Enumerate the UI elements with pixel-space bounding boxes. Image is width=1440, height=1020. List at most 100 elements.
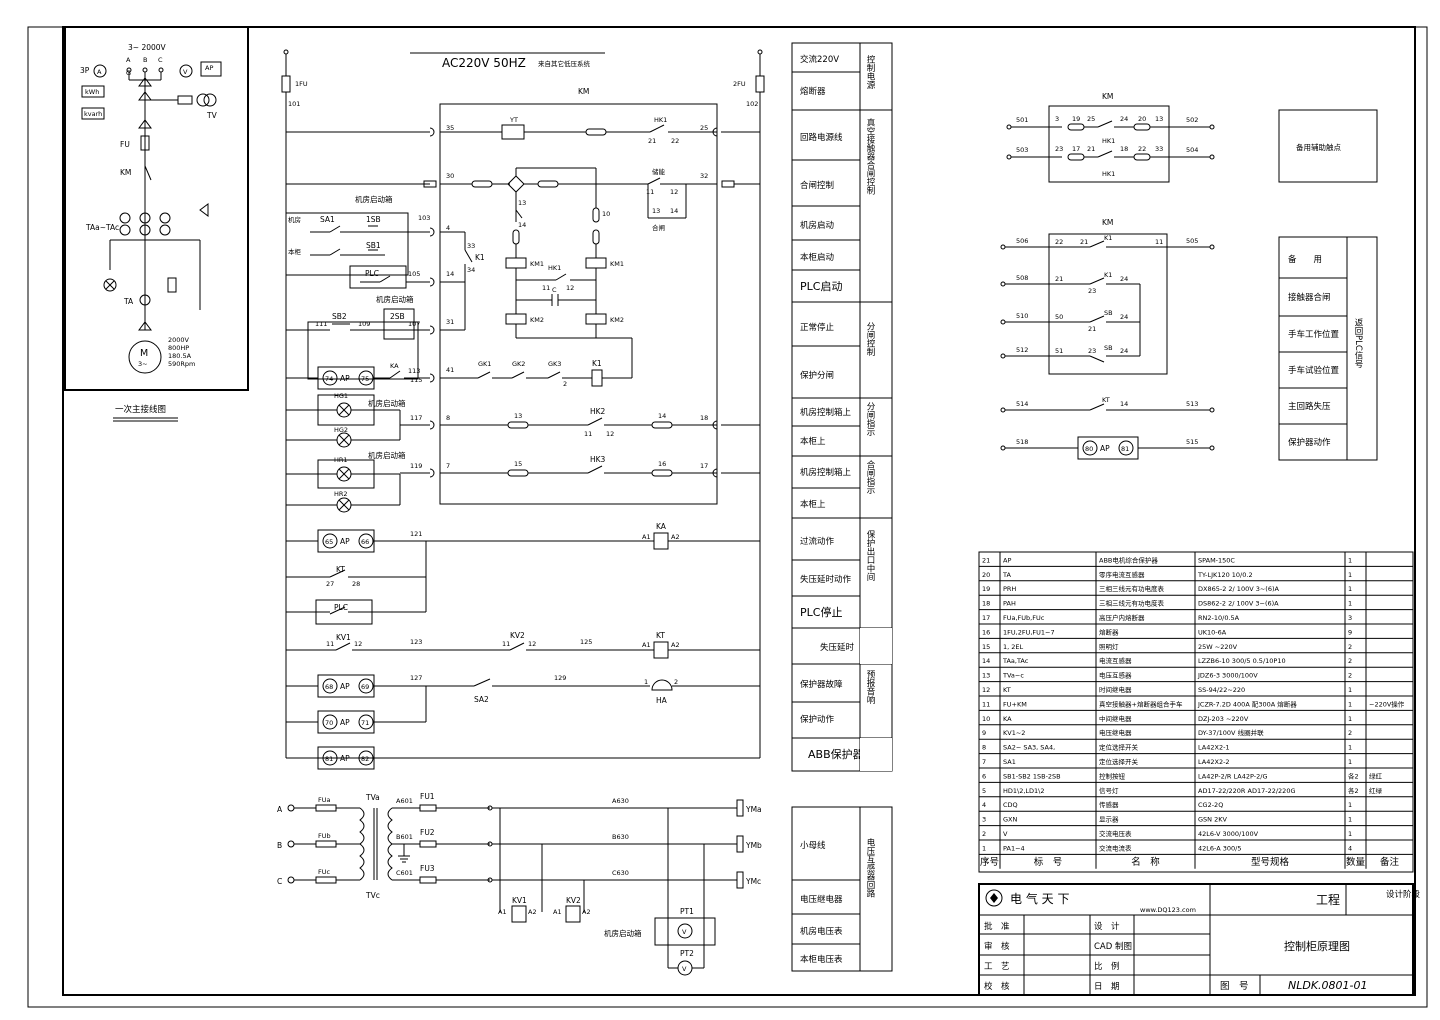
ti9: 18 [1120, 145, 1128, 153]
n129: 129 [554, 674, 566, 682]
n119: 119 [410, 462, 422, 470]
remote-station-label-2: 机房启动箱 [376, 294, 414, 304]
aux-506: 506 [1016, 237, 1028, 245]
n10: 10 [602, 210, 610, 218]
n34: 34 [467, 266, 475, 274]
pt-small-bus: 小母线 [800, 840, 826, 851]
bom-cell-no: 7 [982, 758, 986, 766]
ap-box-label: AP [205, 64, 213, 72]
n31: 31 [446, 318, 454, 326]
tv-coil-icon [203, 93, 217, 107]
tb-scale: 比 例 [1094, 961, 1120, 972]
n2: 2 [563, 380, 567, 388]
km2-label-b: KM2 [610, 316, 624, 324]
primary-frame [64, 26, 249, 391]
bom-cell-model: TY-LJK120 10/0.2 [1197, 571, 1253, 579]
ap-label: AP [340, 374, 350, 383]
bom-cell-no: 20 [982, 571, 990, 579]
project-label: 工程 [1316, 892, 1340, 907]
n123: 123 [410, 638, 422, 646]
bom-cell-model: UK10-6A [1198, 628, 1227, 636]
aux-k1-a: K1 [1104, 234, 1112, 242]
bom-cell-code: FUa,FUb,FUc [1003, 614, 1045, 622]
fn-protector-fault: 保护器故障 [800, 679, 843, 690]
kv1-label: KV1 [336, 633, 351, 642]
bom-cell-model: DZJ-203 ~220V [1198, 715, 1249, 723]
bom-cell-name: 时间继电器 [1099, 685, 1132, 694]
hg2-label: HG2 [334, 426, 348, 434]
group-trip-indicator: 分闸指示 [865, 402, 875, 436]
bom-cell-model: DY-37/100V 线圈并联 [1198, 728, 1264, 737]
bom-cell-qty: 4 [1348, 844, 1352, 852]
n113: 113 [408, 367, 420, 375]
bom-cell-code: SA2~ SA3, SA4, [1003, 744, 1055, 752]
motor-spec-speed: 590Rpm [168, 360, 195, 368]
bom-cell-name: 显示器 [1099, 816, 1119, 824]
bom-cell-model: 25W ~220V [1198, 643, 1238, 651]
gk3-label: GK3 [548, 360, 561, 368]
aux-ap80: 80 [1085, 445, 1093, 453]
primary-title: 一次主接线图 [115, 404, 166, 415]
aux-contacts: KM 501 503 HK1 HK1 3 19 25 24 20 13 23 1… [1000, 92, 1378, 461]
ti7: 17 [1072, 145, 1080, 153]
ti0: 3 [1055, 115, 1059, 123]
bom-cell-qty: 2 [1348, 657, 1352, 665]
fn-plc-start: PLC启动 [800, 280, 842, 293]
ap-box [200, 61, 222, 77]
fn-undervoltage-delay: 失压延时动作 [800, 574, 852, 585]
ti4: 20 [1138, 115, 1146, 123]
bridge-rectifier-icon [507, 175, 525, 193]
n117: 117 [410, 414, 422, 422]
n14d: 14 [658, 412, 666, 420]
fn-local-start: 本柜启动 [800, 252, 835, 263]
plc-spare: 备 用 [1288, 254, 1322, 265]
terminal-icon [158, 67, 164, 73]
kt-coil [653, 641, 669, 659]
pt-pt2: PT2 [680, 949, 694, 958]
fn-protection-action: 保护动作 [800, 714, 835, 725]
bom-cell-model: GSN 2KV [1198, 816, 1227, 824]
fn-remote-box-1: 机房控制箱上 [800, 407, 852, 418]
pt-group: 电压互感器回路 [865, 837, 875, 898]
pt-fu2: FU2 [420, 828, 435, 837]
bom-cell-qty: 1 [1348, 715, 1352, 723]
bom-cell-qty: 1 [1348, 830, 1352, 838]
km1-label-a: KM1 [530, 260, 544, 268]
bom-header-name: 名 称 [1131, 856, 1160, 868]
aux-514: 514 [1016, 400, 1028, 408]
fn-undervoltage: 失压延时 [820, 642, 855, 653]
bom-cell-name: 电压继电器 [1099, 728, 1132, 737]
control-subtitle: 来自其它低压系统 [538, 59, 591, 68]
n103: 103 [418, 214, 430, 222]
tb-design: 设 计 [1094, 921, 1120, 932]
phase-b: B [143, 56, 147, 64]
plc-contactor-closed: 接触器合闸 [1288, 292, 1331, 303]
tb-review: 审 核 [984, 941, 1010, 952]
n27: 27 [326, 580, 334, 588]
machine-room-label: 机房 [288, 215, 301, 224]
kvarh-box [81, 107, 105, 120]
n25: 25 [700, 124, 708, 132]
ap-terminal-icon [358, 370, 374, 386]
bom-cell-code: CDQ [1003, 801, 1018, 809]
bi10: 23 [1088, 347, 1096, 355]
meter-3p-label: 3P [80, 66, 90, 75]
ap70: 70 [325, 719, 333, 727]
bom-cell-code: PRH [1003, 585, 1016, 593]
bom-cell-code: V [1003, 830, 1008, 838]
bom-header-note: 备注 [1380, 856, 1400, 868]
hr2-label: HR2 [334, 490, 348, 498]
n121: 121 [410, 530, 422, 538]
pt-ymb: YMb [745, 841, 762, 850]
n18: 18 [700, 414, 708, 422]
km-label: KM [120, 168, 131, 177]
n14b: 14 [518, 221, 526, 229]
gk2-label: GK2 [512, 360, 525, 368]
ti6: 23 [1055, 145, 1063, 153]
fuse-2fu [755, 75, 765, 93]
sb2-label: SB2 [332, 312, 347, 321]
pt-tva: TVa [365, 793, 380, 802]
ta-range-label: TAa~TAc [85, 223, 119, 232]
k1-coil-label: K1 [592, 359, 602, 368]
pt-kv2-a2: A2 [582, 908, 591, 916]
